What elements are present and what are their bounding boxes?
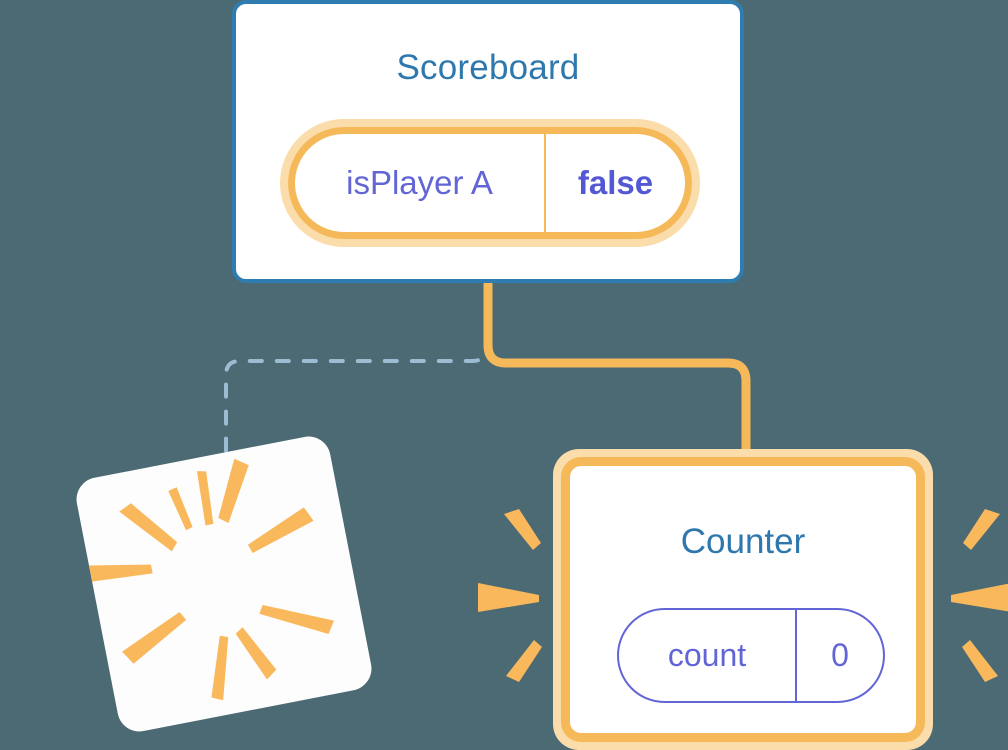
counter-ray-left-bottom [506,640,542,682]
scoreboard-pill-value: false [577,164,654,201]
scoreboard-title: Scoreboard [396,48,580,87]
counter-ray-right-middle [951,583,1008,612]
scoreboard-pill-divider [544,127,546,239]
counter-pill-value: 0 [831,637,849,673]
counter-card-surface: Counter count 0 [561,457,925,742]
counter-title: Counter [680,522,806,561]
counter-pill-divider [795,608,797,703]
counter-ray-right-bottom [962,640,998,682]
counter-state-pill[interactable]: count 0 [617,608,885,703]
scoreboard-state-pill[interactable]: isPlayer A false [280,119,700,247]
scoreboard-pill-body[interactable]: isPlayer A false [288,127,692,239]
counter-ray-right-top [963,509,1000,550]
counter-card[interactable]: Counter count 0 [553,449,933,750]
counter-ray-left-middle [478,583,539,612]
scoreboard-card[interactable]: Scoreboard isPlayer A false [232,0,744,283]
connector-scoreboard-to-counter [483,283,751,462]
counter-pill-key: count [667,637,747,673]
scoreboard-pill-glow [280,119,700,247]
scoreboard-pill-key: isPlayer A [346,164,493,201]
counter-ray-left-top [504,509,541,550]
